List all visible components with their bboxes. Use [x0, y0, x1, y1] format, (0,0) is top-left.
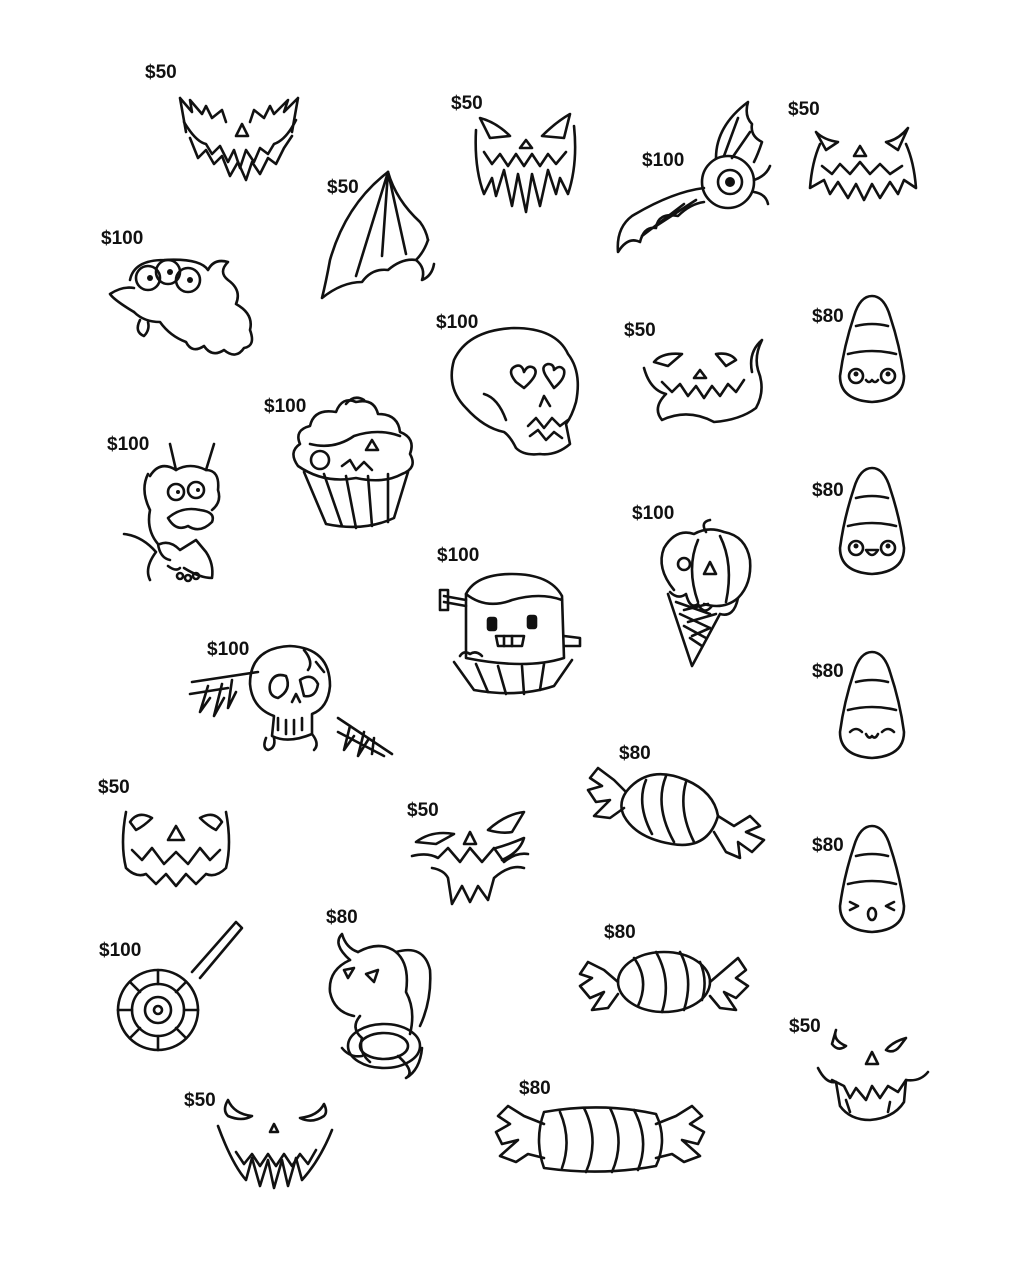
lollipop-icon — [116, 920, 244, 1052]
price-label: $100 — [207, 639, 250, 660]
skull-with-claws-icon — [188, 644, 394, 758]
price-label: $100 — [642, 150, 685, 171]
price-label: $50 — [98, 777, 130, 798]
price-label: $100 — [437, 545, 480, 566]
price-label: $80 — [619, 743, 651, 764]
demon-creature-icon — [328, 932, 432, 1080]
price-label: $50 — [327, 177, 359, 198]
price-label: $50 — [788, 99, 820, 120]
price-label: $100 — [436, 312, 479, 333]
price-label: $80 — [812, 661, 844, 682]
price-label: $80 — [812, 835, 844, 856]
pumpkin-ice-cream-icon — [660, 518, 752, 668]
candy-corn-icon — [838, 294, 906, 404]
jackolantern-face-icon — [808, 126, 918, 202]
price-label: $50 — [145, 62, 177, 83]
vampire-cartoon-icon — [122, 442, 221, 583]
candy-corn-icon — [838, 650, 906, 760]
price-label: $50 — [184, 1090, 216, 1111]
price-label: $80 — [812, 480, 844, 501]
price-label: $50 — [451, 93, 483, 114]
price-label: $80 — [326, 907, 358, 928]
jackolantern-face-icon — [474, 112, 577, 214]
price-label: $100 — [99, 940, 142, 961]
wrapped-candy-icon — [578, 950, 750, 1014]
jackolantern-face-icon — [410, 810, 530, 906]
candy-corn-icon — [838, 466, 906, 576]
monster-cupcake-icon — [292, 396, 414, 530]
jackolantern-face-icon — [642, 338, 764, 424]
price-label: $80 — [519, 1078, 551, 1099]
price-label: $50 — [407, 800, 439, 821]
price-label: $100 — [632, 503, 675, 524]
jackolantern-face-icon — [216, 1098, 334, 1190]
price-label: $100 — [264, 396, 307, 417]
bat-wing-icon — [320, 170, 436, 300]
frankenstein-cupcake-icon — [438, 572, 582, 696]
heart-eyed-skull-icon — [450, 326, 580, 456]
price-label: $50 — [624, 320, 656, 341]
price-label: $100 — [107, 434, 150, 455]
price-label: $50 — [789, 1016, 821, 1037]
wrapped-candy-icon — [586, 766, 766, 860]
jackolantern-mouth-icon — [178, 96, 300, 182]
price-label: $100 — [101, 228, 144, 249]
eyeball-bat-icon — [616, 100, 772, 254]
price-label: $80 — [604, 922, 636, 943]
jackolantern-face-icon — [121, 810, 231, 888]
price-label: $80 — [812, 306, 844, 327]
candy-corn-icon — [838, 824, 906, 934]
jackolantern-face-icon — [816, 1028, 930, 1122]
wrapped-candy-icon — [494, 1104, 706, 1174]
three-eyed-alien-icon — [108, 258, 254, 356]
